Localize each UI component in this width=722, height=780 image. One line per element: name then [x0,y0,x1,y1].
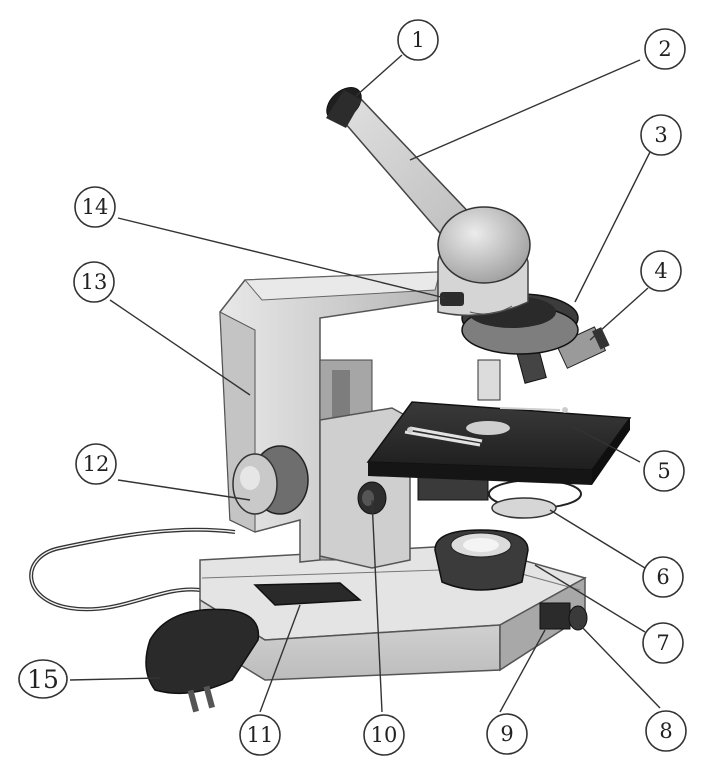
callout-14: 14 [74,186,116,228]
callout-10-label: 10 [371,723,398,747]
callout-15: 15 [18,659,68,699]
leader-15 [69,677,161,681]
microscope-illustration [29,86,632,713]
leader-5 [569,424,641,463]
callout-2-label: 2 [658,37,671,61]
callout-9-label: 9 [500,722,513,746]
callout-1: 1 [397,19,439,61]
callout-5-label: 5 [657,459,670,483]
callout-4-label: 4 [654,259,667,283]
callout-10: 10 [363,714,405,756]
leader-4 [589,287,649,341]
callout-3-label: 3 [654,123,667,147]
leader-lines [69,54,661,713]
callout-6-label: 6 [656,565,669,589]
callout-11: 11 [239,714,281,756]
head-dome [437,206,531,284]
callout-13-label: 13 [81,270,108,294]
leader-1 [355,54,403,97]
leader-10 [371,499,383,713]
callout-12-label: 12 [83,452,110,476]
callout-1-label: 1 [411,28,424,52]
power-plug [145,608,260,713]
callout-14-label: 14 [82,195,109,219]
connector-socket [539,602,571,630]
leader-12 [117,479,251,501]
leader-14 [117,217,446,299]
stage [366,401,632,485]
callout-5: 5 [643,450,685,492]
callout-7-label: 7 [656,631,669,655]
callout-2: 2 [644,28,686,70]
base [199,544,587,681]
callout-7: 7 [642,622,684,664]
lamp-switch [253,582,362,606]
eyepiece [326,86,362,128]
leader-13 [109,299,251,396]
leader-3 [574,151,651,303]
callout-3: 3 [640,114,682,156]
leader-11 [259,604,301,713]
callout-9: 9 [486,713,528,755]
leader-6 [549,509,646,569]
illuminator [434,529,529,591]
brightness-knob [568,605,588,631]
callout-12: 12 [75,443,117,485]
callout-markers: 1 2 3 4 5 6 7 8 [18,19,687,756]
leader-9 [499,629,546,713]
leader-8 [579,624,661,709]
callout-8-label: 8 [659,719,672,743]
callout-11-label: 11 [247,723,274,747]
leader-2 [409,59,641,161]
callout-15-label: 15 [27,665,59,694]
callout-6: 6 [642,556,684,598]
callout-4: 4 [640,250,682,292]
leader-7 [534,564,646,633]
callout-8: 8 [645,710,687,752]
callout-13: 13 [73,261,115,303]
